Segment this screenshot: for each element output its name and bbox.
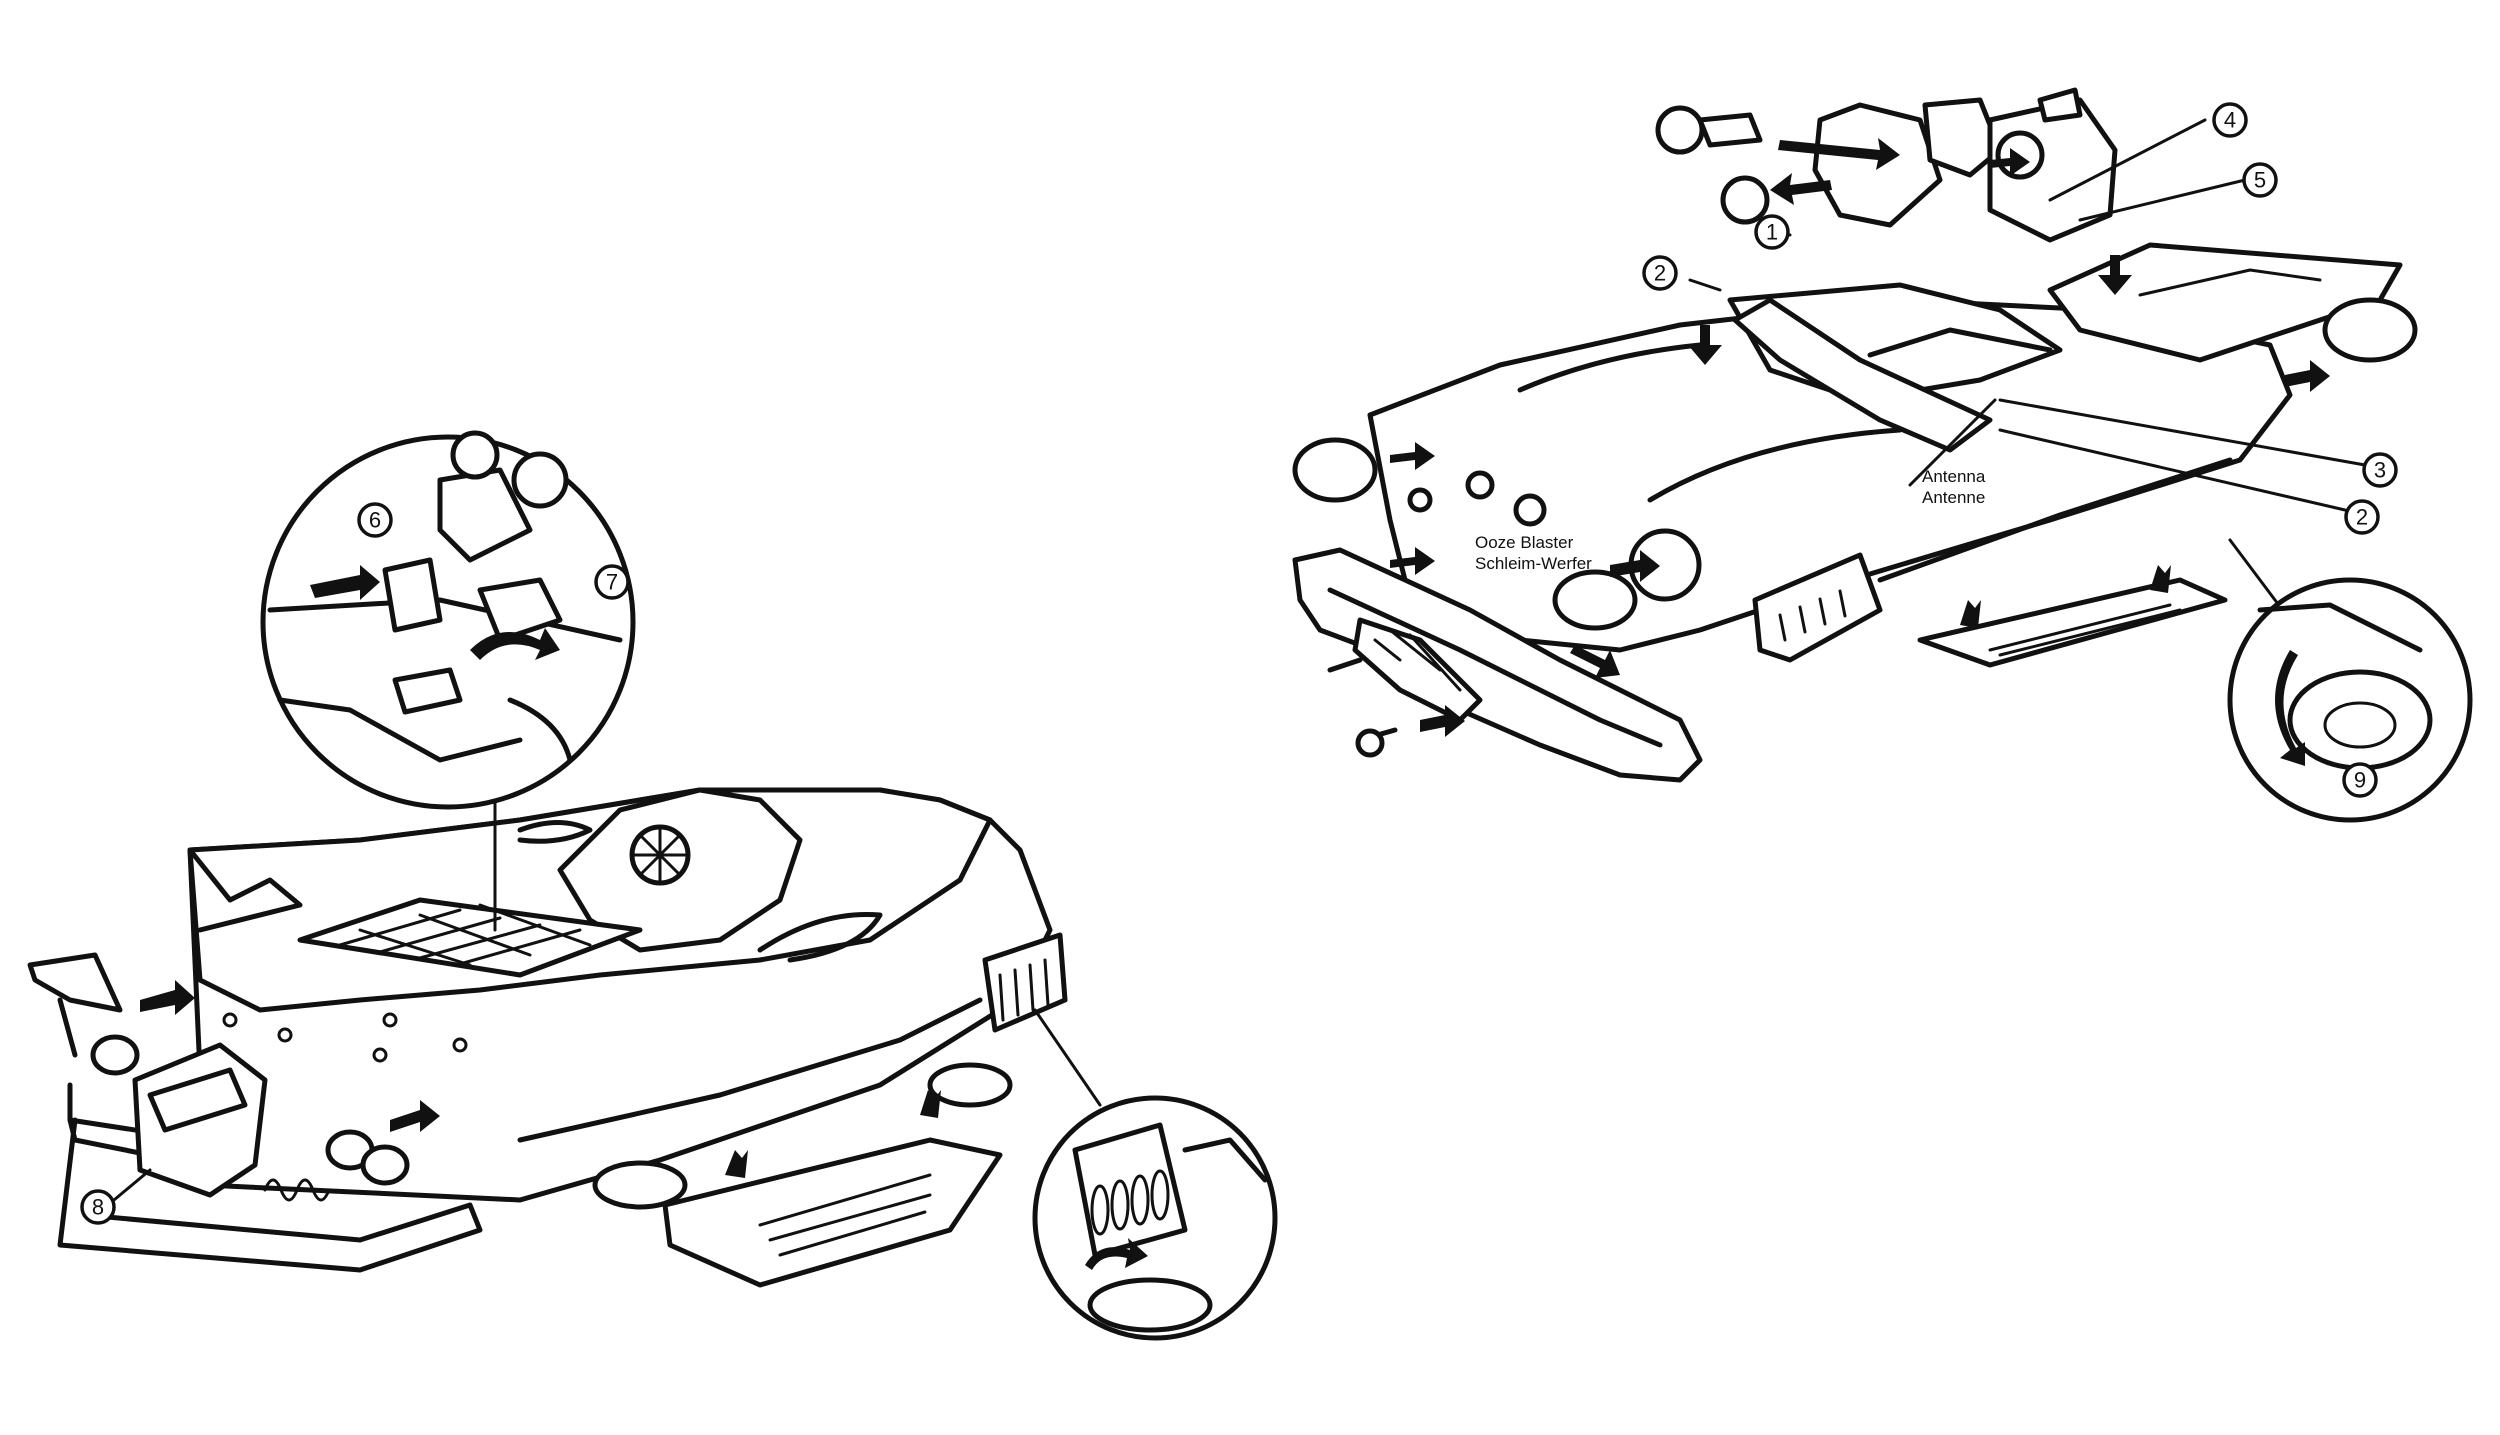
callout-7: 7 <box>594 564 630 600</box>
svg-text:Antenna: Antenna <box>1922 467 1986 486</box>
detail-circle-wheel <box>2227 577 2473 823</box>
svg-text:Ooze Blaster: Ooze Blaster <box>1475 533 1574 552</box>
detail-circle-vent <box>1032 1008 1278 1341</box>
svg-text:9: 9 <box>2354 768 2366 793</box>
svg-text:4: 4 <box>2224 108 2236 133</box>
svg-text:2: 2 <box>2356 505 2368 530</box>
callout-2-upper: 2 <box>1642 255 1678 291</box>
svg-text:1: 1 <box>1766 220 1778 245</box>
callout-9: 9 <box>2342 762 2378 798</box>
label-ooze-blaster: Ooze Blaster Schleim-Werfer <box>1475 533 1592 573</box>
detail-circle-hatch <box>260 430 636 810</box>
callout-5: 5 <box>2242 162 2278 198</box>
label-antenna: Antenna Antenne <box>1922 467 1986 507</box>
svg-text:7: 7 <box>606 570 618 595</box>
left-car-illustration <box>27 787 1068 1288</box>
callout-8: 8 <box>80 1168 152 1225</box>
right-car-illustration <box>1292 87 2418 783</box>
callout-4: 4 <box>2212 102 2248 138</box>
svg-text:5: 5 <box>2254 168 2266 193</box>
callout-1: 1 <box>1754 214 1790 250</box>
svg-text:6: 6 <box>369 508 381 533</box>
svg-text:3: 3 <box>2374 458 2386 483</box>
callout-6: 6 <box>357 502 393 538</box>
svg-text:2: 2 <box>1654 261 1666 286</box>
callout-2-lower: 2 <box>2344 499 2380 535</box>
callout-3: 3 <box>2362 452 2398 488</box>
svg-text:Schleim-Werfer: Schleim-Werfer <box>1475 554 1592 573</box>
svg-text:8: 8 <box>92 1195 104 1220</box>
svg-text:Antenne: Antenne <box>1922 488 1985 507</box>
